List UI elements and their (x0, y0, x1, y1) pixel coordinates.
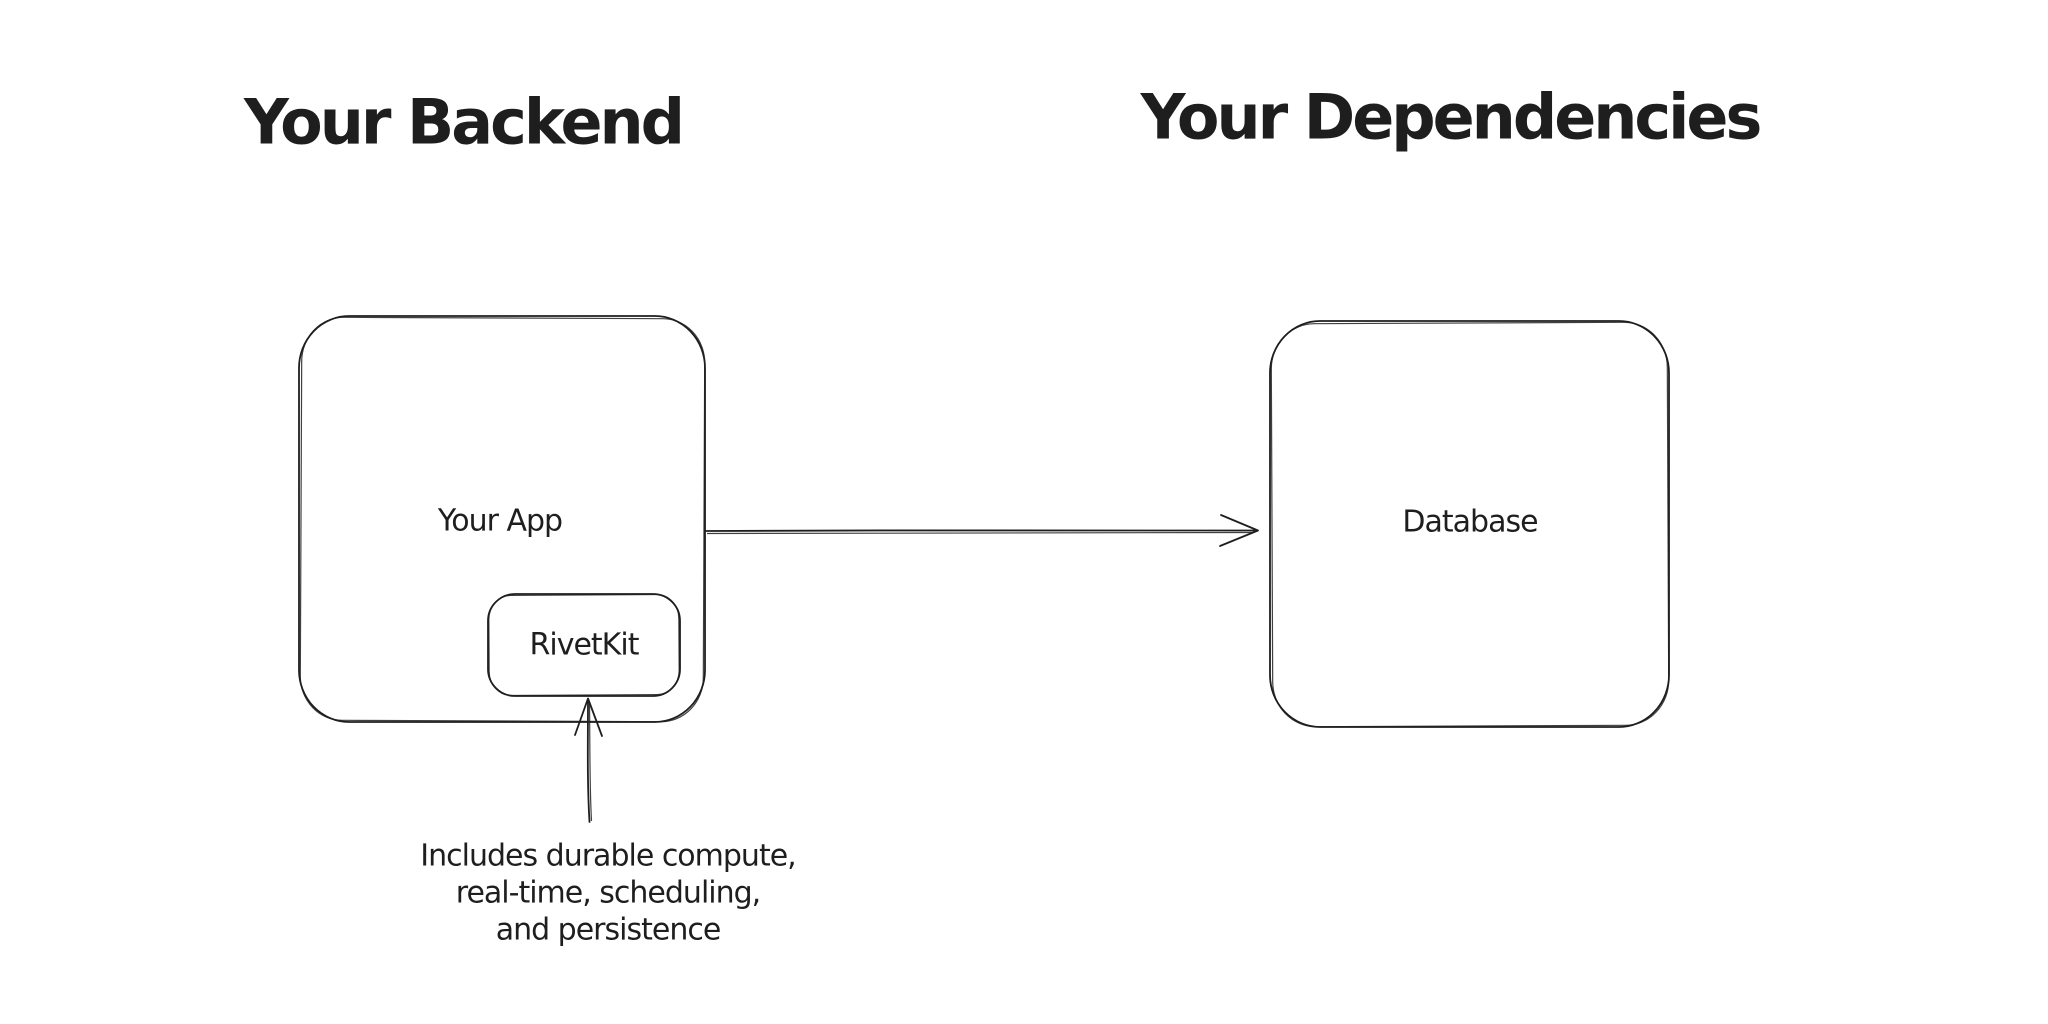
app-to-database-arrow (705, 514, 1259, 547)
rivetkit-label: RivetKit (529, 627, 640, 663)
annotation-line-3: and persistence (495, 912, 722, 948)
arrowhead-right-icon (1219, 514, 1259, 547)
arrowhead-up-icon (574, 697, 603, 737)
your-app-box (298, 315, 706, 723)
database-box (1269, 320, 1670, 728)
annotation-to-rivetkit-arrow (574, 697, 603, 823)
rivetkit-annotation: Includes durable compute, real-time, sch… (420, 838, 796, 949)
rivetkit-box (487, 593, 681, 697)
database-label: Database (1402, 504, 1538, 540)
your-app-label: Your App (437, 503, 563, 539)
heading-your-dependencies: Your Dependencies (1140, 80, 1763, 154)
annotation-line-2: real-time, scheduling, (455, 875, 761, 911)
heading-your-backend: Your Backend (243, 85, 685, 159)
annotation-line-1: Includes durable compute, (420, 838, 796, 874)
